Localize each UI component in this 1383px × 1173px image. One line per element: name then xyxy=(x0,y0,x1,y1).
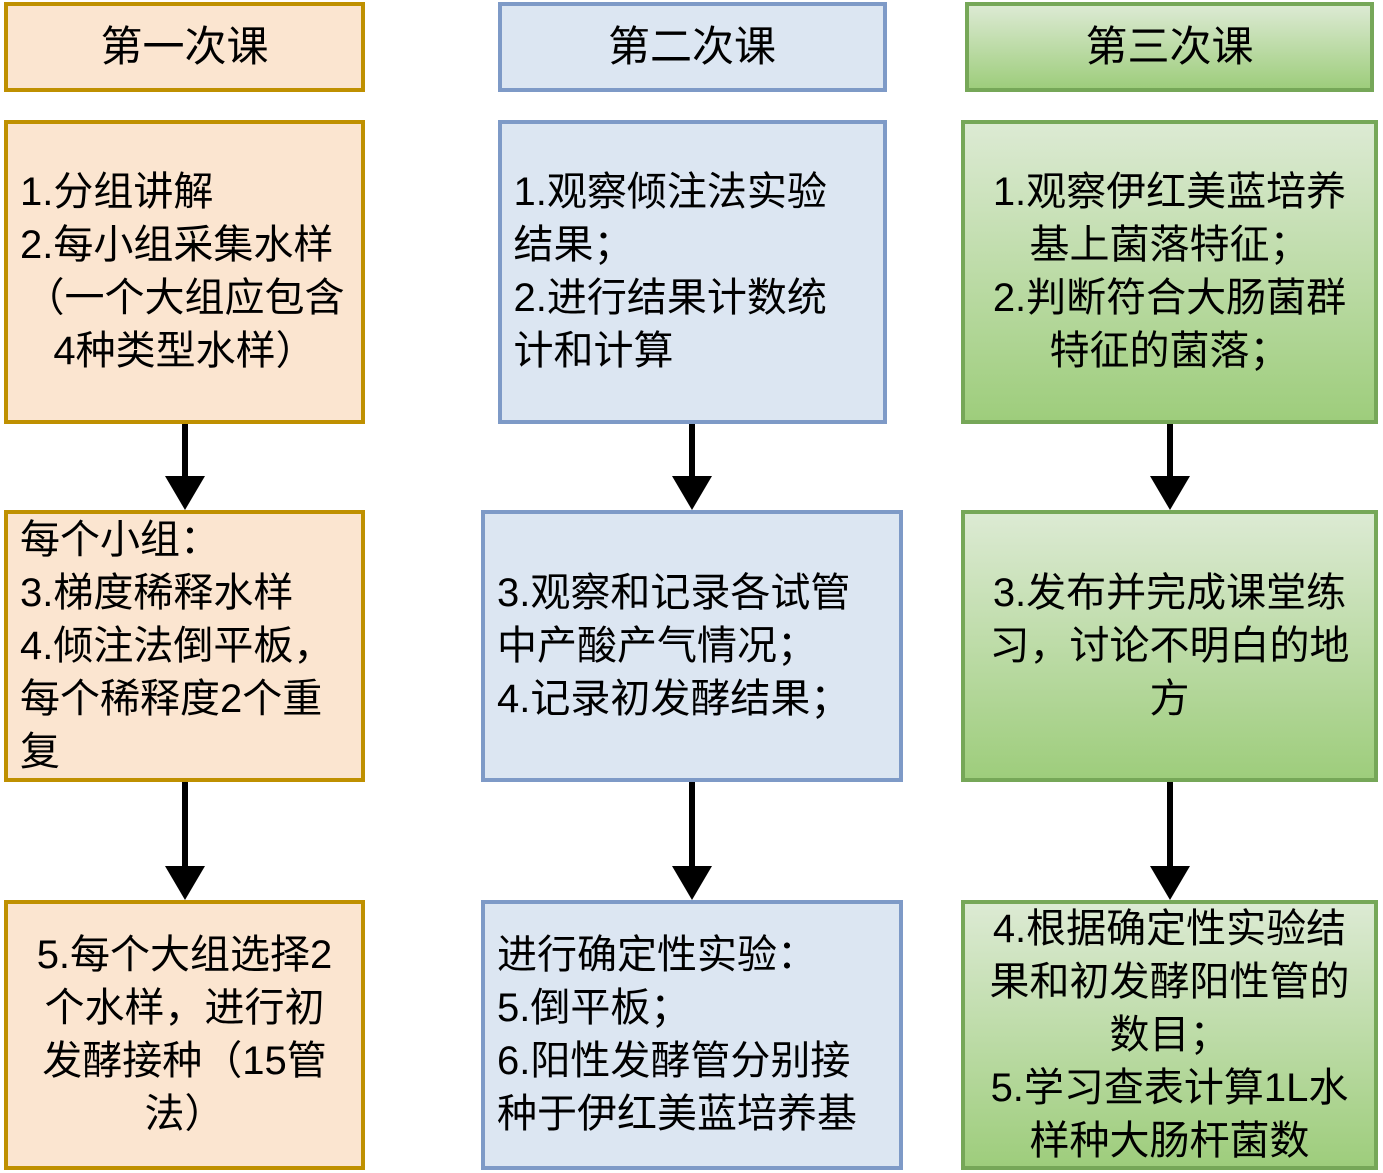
down-arrow xyxy=(164,782,205,900)
text-line: 数目； xyxy=(1109,1012,1230,1057)
text-line: 2.每小组采集水样 xyxy=(20,223,334,267)
down-arrow xyxy=(1149,782,1190,900)
text-line: 发酵接种（15管 xyxy=(42,1039,327,1083)
text-line: 2.判断符合大肠菌群 xyxy=(992,276,1347,320)
text-line: 2.进行结果计数统 xyxy=(513,276,827,320)
text-line: 特征的菌落； xyxy=(1049,329,1290,373)
text-line: 1.观察倾注法实验 xyxy=(513,170,827,214)
text-line: 计和计算 xyxy=(513,329,674,373)
arrow-head-icon xyxy=(164,476,205,510)
arrow-stem xyxy=(181,424,188,476)
lesson-2-step-box-1: 1.观察倾注法实验结果； 2.进行结果计数统计和计算 xyxy=(497,120,887,424)
text-line: 3.观察和记录各试管 xyxy=(497,570,851,615)
lesson-1-step-box-2: 每个小组： 3.梯度稀释水样 4.倾注法倒平板， 每个稀释度2个重复 xyxy=(4,510,365,782)
text-line: 每个稀释度2个重 xyxy=(20,676,323,721)
column-lesson-1: 第一次课 1.分组讲解 2.每小组采集水样 （一个大组应包含 4种类型水样） 每个小组… xyxy=(4,2,365,1170)
column-lesson-2: 第二次课 1.观察倾注法实验结果； 2.进行结果计数统计和计算 3.观察和记录各试… xyxy=(481,2,903,1170)
text-line: 3.发布并完成课堂练 xyxy=(992,570,1347,615)
arrow-head-icon xyxy=(1149,476,1190,510)
arrow-head-icon xyxy=(672,476,712,510)
text-line: 个水样，进行初 xyxy=(44,986,325,1030)
arrow-stem xyxy=(1166,424,1173,476)
down-arrow xyxy=(1149,424,1190,510)
arrow-stem xyxy=(181,782,188,866)
text-line: 进行确定性实验： xyxy=(497,933,817,977)
lesson-3-header: 第三次课 xyxy=(965,2,1374,92)
text-line: 4.记录初发酵结果； xyxy=(497,676,851,721)
lesson-3-step-box-2: 3.发布并完成课堂练习，讨论不明白的地方 xyxy=(961,510,1378,782)
arrow-stem xyxy=(1166,782,1173,866)
text-line: 每个小组： xyxy=(20,517,220,562)
down-arrow xyxy=(164,424,205,510)
lesson-3-step-box-1: 1.观察伊红美蓝培养基上菌落特征； 2.判断符合大肠菌群特征的菌落； xyxy=(961,120,1378,424)
text-line: 基上菌落特征； xyxy=(1029,223,1310,267)
text-line: 中产酸产气情况； xyxy=(497,623,817,668)
arrow-stem xyxy=(689,424,695,476)
text-line: 4.倾注法倒平板， xyxy=(20,623,334,668)
arrow-head-icon xyxy=(1149,866,1190,900)
down-arrow xyxy=(672,782,712,900)
lesson-1-step-box-3: 5.每个大组选择2 个水样，进行初发酵接种（15管法） xyxy=(4,900,365,1170)
text-line: 1.观察伊红美蓝培养 xyxy=(992,170,1347,214)
text-line: 种于伊红美蓝培养基 xyxy=(497,1092,857,1136)
arrow-head-icon xyxy=(672,866,712,900)
text-line: 方 xyxy=(1149,676,1190,721)
text-line: 4种类型水样） xyxy=(53,329,316,373)
column-lesson-3: 第三次课 1.观察伊红美蓝培养基上菌落特征； 2.判断符合大肠菌群特征的菌落； 3… xyxy=(961,2,1378,1170)
text-line: 样种大肠杆菌数 xyxy=(1029,1118,1310,1163)
text-line: 6.阳性发酵管分别接 xyxy=(497,1039,851,1083)
lesson-2-step-box-3: 进行确定性实验： 5.倒平板； 6.阳性发酵管分别接种于伊红美蓝培养基 xyxy=(481,900,903,1170)
text-line: 法） xyxy=(144,1092,225,1136)
text-line: 3.梯度稀释水样 xyxy=(20,570,294,615)
text-line: （一个大组应包含 xyxy=(24,276,345,320)
text-line: 5.学习查表计算1L水 xyxy=(990,1065,1349,1110)
lesson-2-header: 第二次课 xyxy=(497,2,887,92)
text-line: 结果； xyxy=(513,223,634,267)
text-line: 5.倒平板； xyxy=(497,986,691,1030)
lesson-1-header: 第一次课 xyxy=(4,2,365,92)
arrow-stem xyxy=(689,782,695,866)
text-line: 习，讨论不明白的地 xyxy=(989,623,1350,668)
text-line: 1.分组讲解 xyxy=(20,170,214,214)
text-line: 4.根据确定性实验结 xyxy=(992,906,1347,951)
down-arrow xyxy=(672,424,712,510)
lesson-3-step-box-3: 4.根据确定性实验结果和初发酵阳性管的数目； 5.学习查表计算1L水样种大肠杆菌数 xyxy=(961,900,1378,1170)
lesson-2-step-box-2: 3.观察和记录各试管中产酸产气情况； 4.记录初发酵结果； xyxy=(481,510,903,782)
arrow-head-icon xyxy=(164,866,205,900)
text-line: 果和初发酵阳性管的 xyxy=(989,959,1350,1004)
lesson-1-step-box-1: 1.分组讲解 2.每小组采集水样 （一个大组应包含 4种类型水样） xyxy=(4,120,365,424)
text-line: 复 xyxy=(20,729,60,774)
text-line: 5.每个大组选择2 xyxy=(36,933,333,977)
